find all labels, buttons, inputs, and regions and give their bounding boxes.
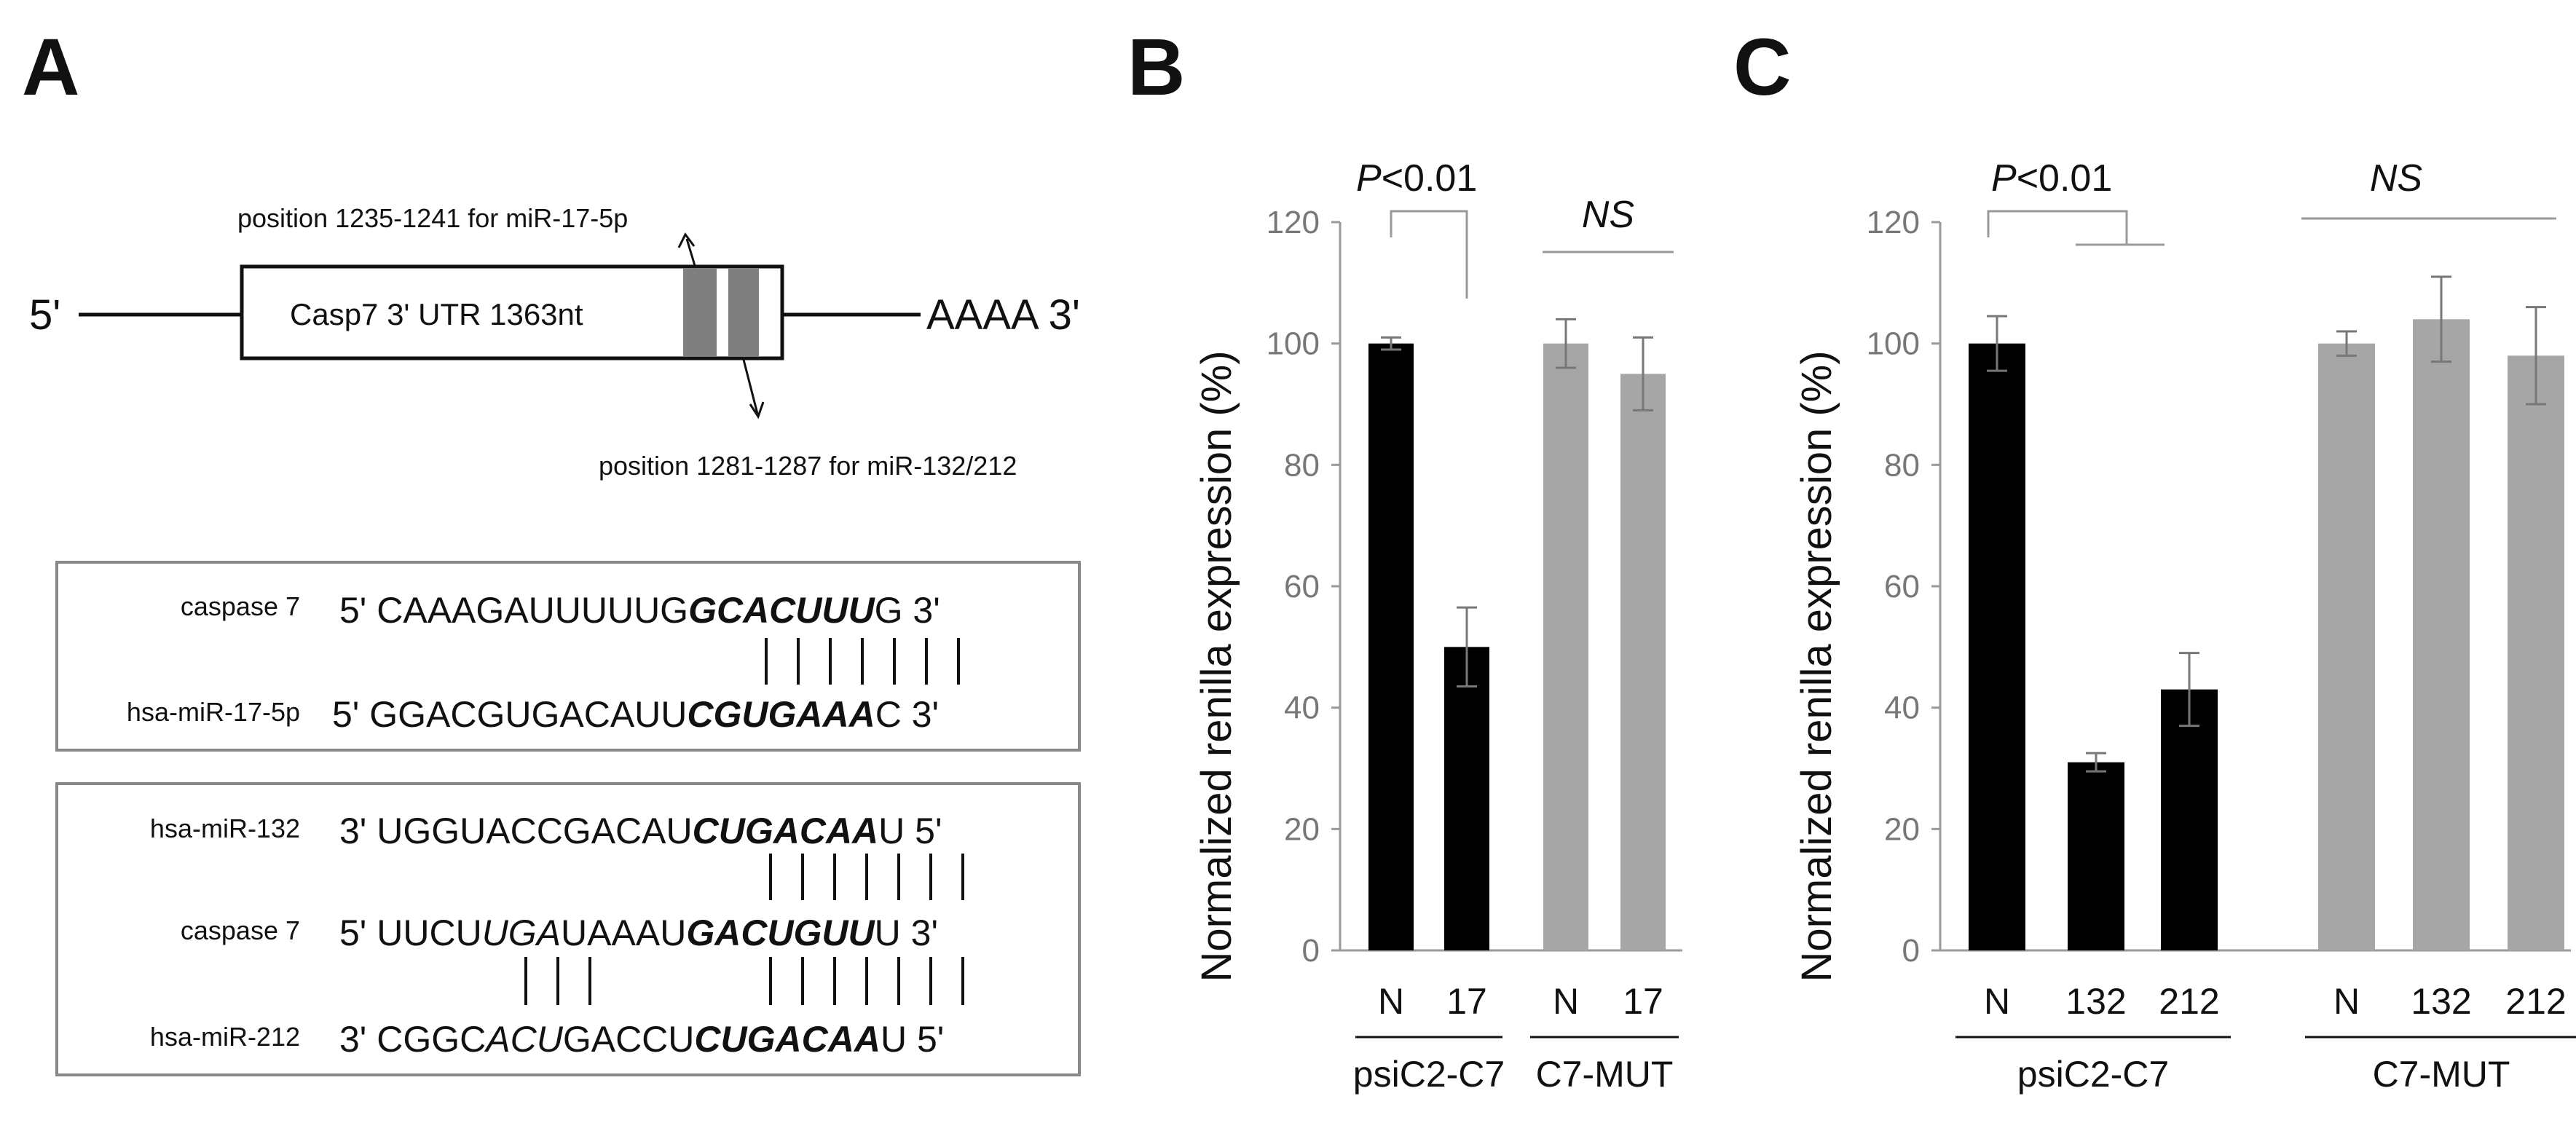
panel-c-bar	[1969, 343, 2025, 951]
site1-label: position 1235-1241 for miR-17-5p	[237, 203, 628, 233]
panel-b-ns: NS	[1582, 194, 1635, 236]
panel-c-ylabel: Normalized renilla expression (%)	[1793, 350, 1840, 982]
panel-b-category-label: 17	[1446, 981, 1487, 1022]
five-prime-label: 5'	[29, 291, 60, 339]
panel-c-bar	[2508, 355, 2564, 950]
box1-row2-name: hsa-miR-17-5p	[127, 697, 300, 727]
panel-b: B Normalized renilla expression (%) 0 20 4…	[1127, 23, 1682, 1095]
panel-b-ytick-label: 120	[1267, 205, 1320, 240]
panel-c-error-bar	[2179, 652, 2199, 728]
panel-b-group-label: C7-MUT	[1536, 1054, 1674, 1095]
utr-box-label: Casp7 3' UTR 1363nt	[290, 297, 583, 331]
panel-b-ytick-label: 40	[1284, 690, 1320, 726]
panel-c-ytick-label: 120	[1867, 205, 1920, 240]
polya-label: AAAA 3'	[926, 291, 1080, 339]
panel-b-error-bar	[1633, 336, 1653, 411]
panel-c-ns: NS	[2370, 157, 2423, 200]
panel-b-ytick-label: 60	[1284, 569, 1320, 604]
site2-arrow	[741, 356, 759, 414]
seq-box-1-frame	[55, 561, 1081, 752]
panel-c-group-label: C7-MUT	[2373, 1054, 2510, 1095]
seq-box-mir17: caspase 7 5' CAAAGAUUUUUGGCACUUUG 3' hsa…	[55, 561, 1081, 752]
panel-c-error-bar	[2336, 330, 2357, 357]
box1-pairing-lines	[765, 638, 960, 685]
panel-b-category-label: N	[1553, 981, 1579, 1022]
panel-b-category-label: N	[1378, 981, 1404, 1022]
panel-c-ytick-label: 20	[1884, 811, 1920, 847]
panel-c-letter: C	[1733, 23, 1791, 112]
panel-b-ylabel: Normalized renilla expression (%)	[1193, 350, 1240, 982]
panel-c: C Normalized renilla expression (%) 0 20 4…	[1733, 23, 2576, 1095]
panel-c-bar	[2161, 689, 2218, 950]
mir17-site-block	[683, 268, 717, 357]
panel-c-pvalue: P<0.01	[1991, 157, 2112, 200]
panel-c-category-label: 132	[2411, 981, 2471, 1022]
panel-a: A 5' Casp7 3' UTR 1363nt AAAA 3' positio…	[22, 23, 1081, 1076]
panel-b-pvalue-bracket	[1390, 210, 1468, 299]
box2-row1-seq: 3' UGGUACCGACAUCUGACAAU 5'	[339, 811, 942, 851]
box2-row2-seq: 5' UUCUUGAUAAAUGACUGUUU 3'	[339, 913, 938, 953]
panel-b-bar	[1620, 374, 1666, 950]
mir132-212-site-block	[728, 268, 759, 357]
panel-b-error-bar	[1381, 336, 1401, 351]
panel-c-pvalue-bracket	[1987, 210, 2128, 245]
box2-pairing-lines-lower	[524, 957, 964, 1005]
panel-b-group-label: psiC2-C7	[1353, 1054, 1505, 1095]
site2-label: position 1281-1287 for miR-132/212	[599, 451, 1017, 481]
box1-row2-seq: 5' GGACGUGACAUUCGUGAAAC 3'	[332, 694, 939, 735]
site1-arrowhead	[677, 232, 696, 248]
box1-row1-seq: 5' CAAAGAUUUUUGGCACUUUG 3'	[339, 590, 940, 631]
panel-b-ytick-label: 20	[1284, 811, 1320, 847]
panel-b-ytick-label: 0	[1302, 933, 1320, 969]
panel-c-category-label: N	[2333, 981, 2360, 1022]
seq-box-2-frame	[55, 782, 1081, 1076]
panel-c-ytick-label: 80	[1884, 447, 1920, 483]
box2-row3-seq: 3' CGGCACUGACCUCUGACAAU 5'	[339, 1019, 944, 1060]
site1-arrow	[685, 238, 697, 269]
panel-c-error-bar	[2431, 275, 2451, 363]
panel-c-category-label: 212	[2505, 981, 2566, 1022]
panel-b-bar	[1368, 343, 1414, 951]
panel-c-error-bar	[1987, 315, 2007, 372]
panel-b-error-bar	[1457, 606, 1477, 687]
panel-b-bar	[1444, 647, 1489, 950]
panel-b-bar	[1543, 343, 1588, 951]
panel-b-category-label: 17	[1623, 981, 1663, 1022]
panel-a-letter: A	[22, 23, 79, 112]
box2-row1-name: hsa-miR-132	[150, 813, 300, 843]
panel-b-letter: B	[1127, 23, 1185, 112]
panel-c-error-bar	[2086, 752, 2106, 773]
panel-b-pvalue: P<0.01	[1356, 157, 1477, 200]
box2-pairing-lines-upper	[769, 854, 964, 900]
seq-box-mir132-212: hsa-miR-132 3' UGGUACCGACAUCUGACAAU 5' c…	[55, 782, 1081, 1076]
box1-row1-name: caspase 7	[181, 591, 300, 621]
panel-c-ytick-label: 60	[1884, 569, 1920, 604]
panel-c-bar	[2318, 343, 2375, 951]
utr-schematic: 5' Casp7 3' UTR 1363nt AAAA 3' position …	[29, 203, 1080, 481]
panel-b-ytick-label: 80	[1284, 447, 1320, 483]
box2-row2-name: caspase 7	[181, 915, 300, 945]
box2-row3-name: hsa-miR-212	[150, 1022, 300, 1052]
panel-c-error-bar	[2526, 306, 2546, 406]
panel-c-bar	[2413, 319, 2470, 950]
panel-c-ytick-label: 0	[1902, 933, 1920, 969]
panel-c-category-label: 212	[2159, 981, 2219, 1022]
site2-arrowhead	[749, 401, 765, 419]
panel-c-ytick-label: 40	[1884, 690, 1920, 726]
panel-c-ytick-label: 100	[1867, 326, 1920, 362]
panel-b-ytick-label: 100	[1267, 326, 1320, 362]
panel-c-group-label: psiC2-C7	[2017, 1054, 2169, 1095]
panel-c-bar	[2068, 762, 2124, 950]
panel-c-category-label: N	[1984, 981, 2010, 1022]
panel-c-category-label: 132	[2065, 981, 2126, 1022]
panel-b-error-bar	[1556, 318, 1576, 369]
